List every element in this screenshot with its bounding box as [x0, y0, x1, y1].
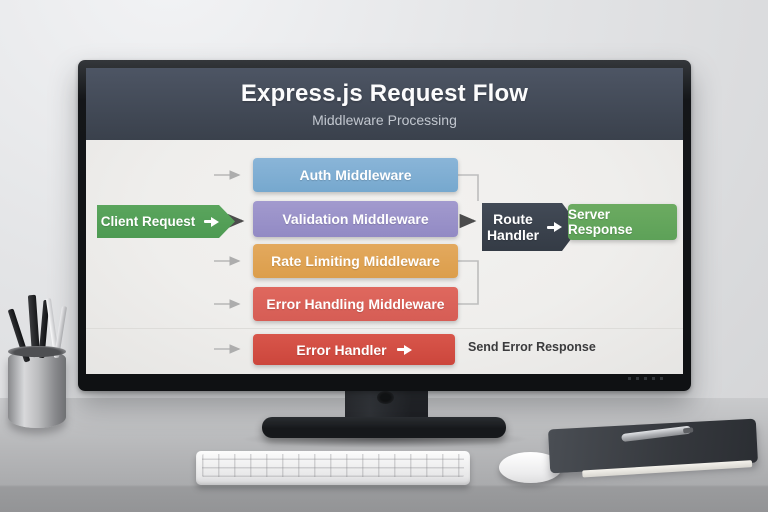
bezel-indicator-lights	[628, 377, 664, 380]
slide-header: Express.js Request Flow Middleware Proce…	[86, 68, 683, 140]
divider-line	[86, 328, 683, 329]
arrow-right-icon	[204, 217, 219, 227]
pen	[621, 425, 692, 443]
validation-middleware-node: Validation Middleware	[253, 201, 458, 237]
route-handler-node: Route Handler	[482, 203, 580, 251]
error-handling-middleware-label: Error Handling Middleware	[266, 296, 445, 312]
arrow-right-icon	[396, 344, 412, 355]
client-request-node: Client Request	[97, 205, 235, 238]
server-response-node: Server Response	[568, 204, 677, 240]
monitor-screen: Express.js Request Flow Middleware Proce…	[86, 68, 683, 374]
arrow-right-icon	[547, 222, 562, 232]
keyboard-keys	[202, 454, 464, 477]
pen-cup-opening	[8, 346, 66, 357]
auth-middleware-label: Auth Middleware	[299, 167, 412, 183]
notebook	[547, 418, 759, 478]
error-note-label: Send Error Response	[468, 340, 596, 354]
client-request-label: Client Request	[100, 214, 196, 229]
pen-cup	[7, 294, 68, 428]
rate-limiting-middleware-label: Rate Limiting Middleware	[271, 253, 440, 269]
error-handling-middleware-node: Error Handling Middleware	[253, 287, 458, 321]
cable-hole	[377, 391, 394, 404]
slide-subtitle: Middleware Processing	[312, 112, 457, 128]
auth-middleware-node: Auth Middleware	[253, 158, 458, 192]
validation-middleware-label: Validation Middleware	[282, 211, 429, 227]
monitor-stand-base	[262, 417, 506, 438]
flow-diagram: Client Request Auth Middleware Validatio…	[86, 140, 683, 374]
error-handler-label: Error Handler	[296, 341, 387, 358]
route-handler-label: Route Handler	[486, 210, 540, 243]
keyboard	[196, 451, 470, 485]
slide-title: Express.js Request Flow	[240, 80, 529, 107]
flow-connectors	[214, 170, 479, 354]
monitor: Express.js Request Flow Middleware Proce…	[78, 60, 691, 391]
error-handler-node: Error Handler	[253, 334, 455, 365]
rate-limiting-middleware-node: Rate Limiting Middleware	[253, 244, 458, 278]
server-response-label: Server Response	[568, 207, 633, 237]
